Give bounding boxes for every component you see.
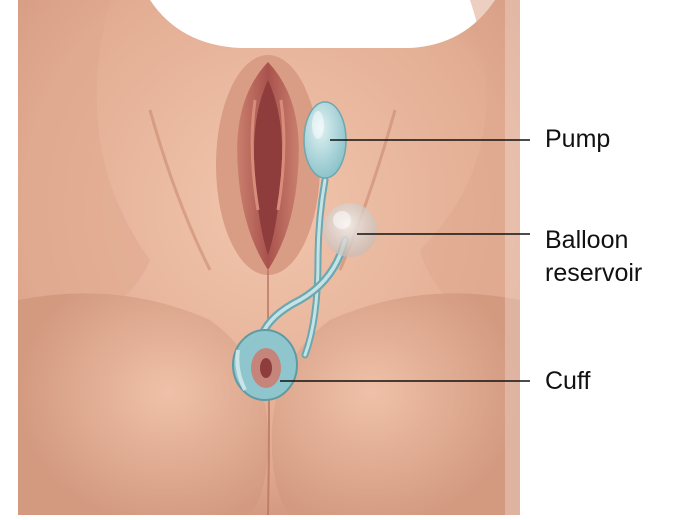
- cuff-label: Cuff: [545, 366, 590, 396]
- balloon-label-line1: Balloon: [545, 225, 628, 255]
- vulva: [216, 55, 320, 275]
- balloon-label-line2: reservoir: [545, 258, 642, 288]
- pump-label: Pump: [545, 124, 610, 154]
- balloon-reservoir: [323, 203, 377, 257]
- cuff: [233, 330, 297, 400]
